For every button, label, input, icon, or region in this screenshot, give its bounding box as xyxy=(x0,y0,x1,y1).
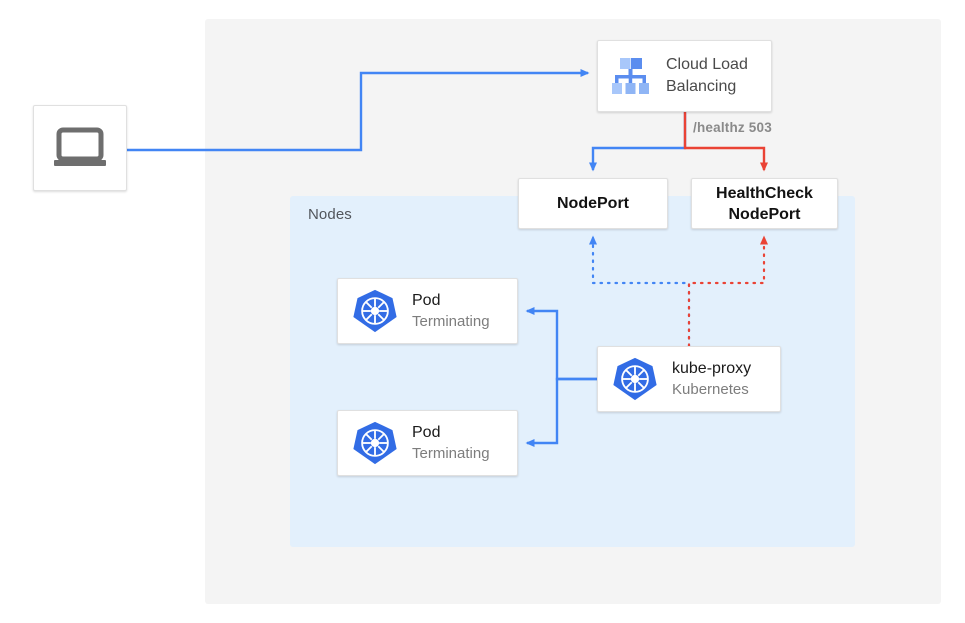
nodes-panel-label: Nodes xyxy=(308,206,352,223)
pod-terminating-1[interactable]: Pod Terminating xyxy=(337,278,518,344)
laptop-icon xyxy=(52,126,108,170)
kube-proxy[interactable]: kube-proxy Kubernetes xyxy=(597,346,781,412)
kube-proxy-title: kube-proxy xyxy=(672,360,752,377)
healthcheck-nodeport[interactable]: HealthCheck NodePort xyxy=(691,178,838,229)
pod-status: Terminating xyxy=(412,445,490,462)
kubernetes-icon xyxy=(352,288,398,334)
pod-title: Pod xyxy=(412,292,441,309)
healthcheck-nodeport-label: HealthCheck NodePort xyxy=(716,184,813,223)
nodeport[interactable]: NodePort xyxy=(518,178,668,229)
kubernetes-icon xyxy=(612,356,658,402)
cloud-load-balancing-label: Cloud Load Balancing xyxy=(666,56,748,95)
pod-terminating-2[interactable]: Pod Terminating xyxy=(337,410,518,476)
healthz-edge-label: /healthz 503 xyxy=(693,120,772,135)
pod-title: Pod xyxy=(412,424,441,441)
cloud-load-balancing[interactable]: Cloud Load Balancing xyxy=(597,40,772,112)
nodeport-label: NodePort xyxy=(557,195,629,212)
client-device[interactable] xyxy=(33,105,127,191)
pod-status: Terminating xyxy=(412,313,490,330)
cloud-load-balancing-icon xyxy=(608,54,654,98)
kubernetes-icon xyxy=(352,420,398,466)
kube-proxy-subtitle: Kubernetes xyxy=(672,381,749,398)
